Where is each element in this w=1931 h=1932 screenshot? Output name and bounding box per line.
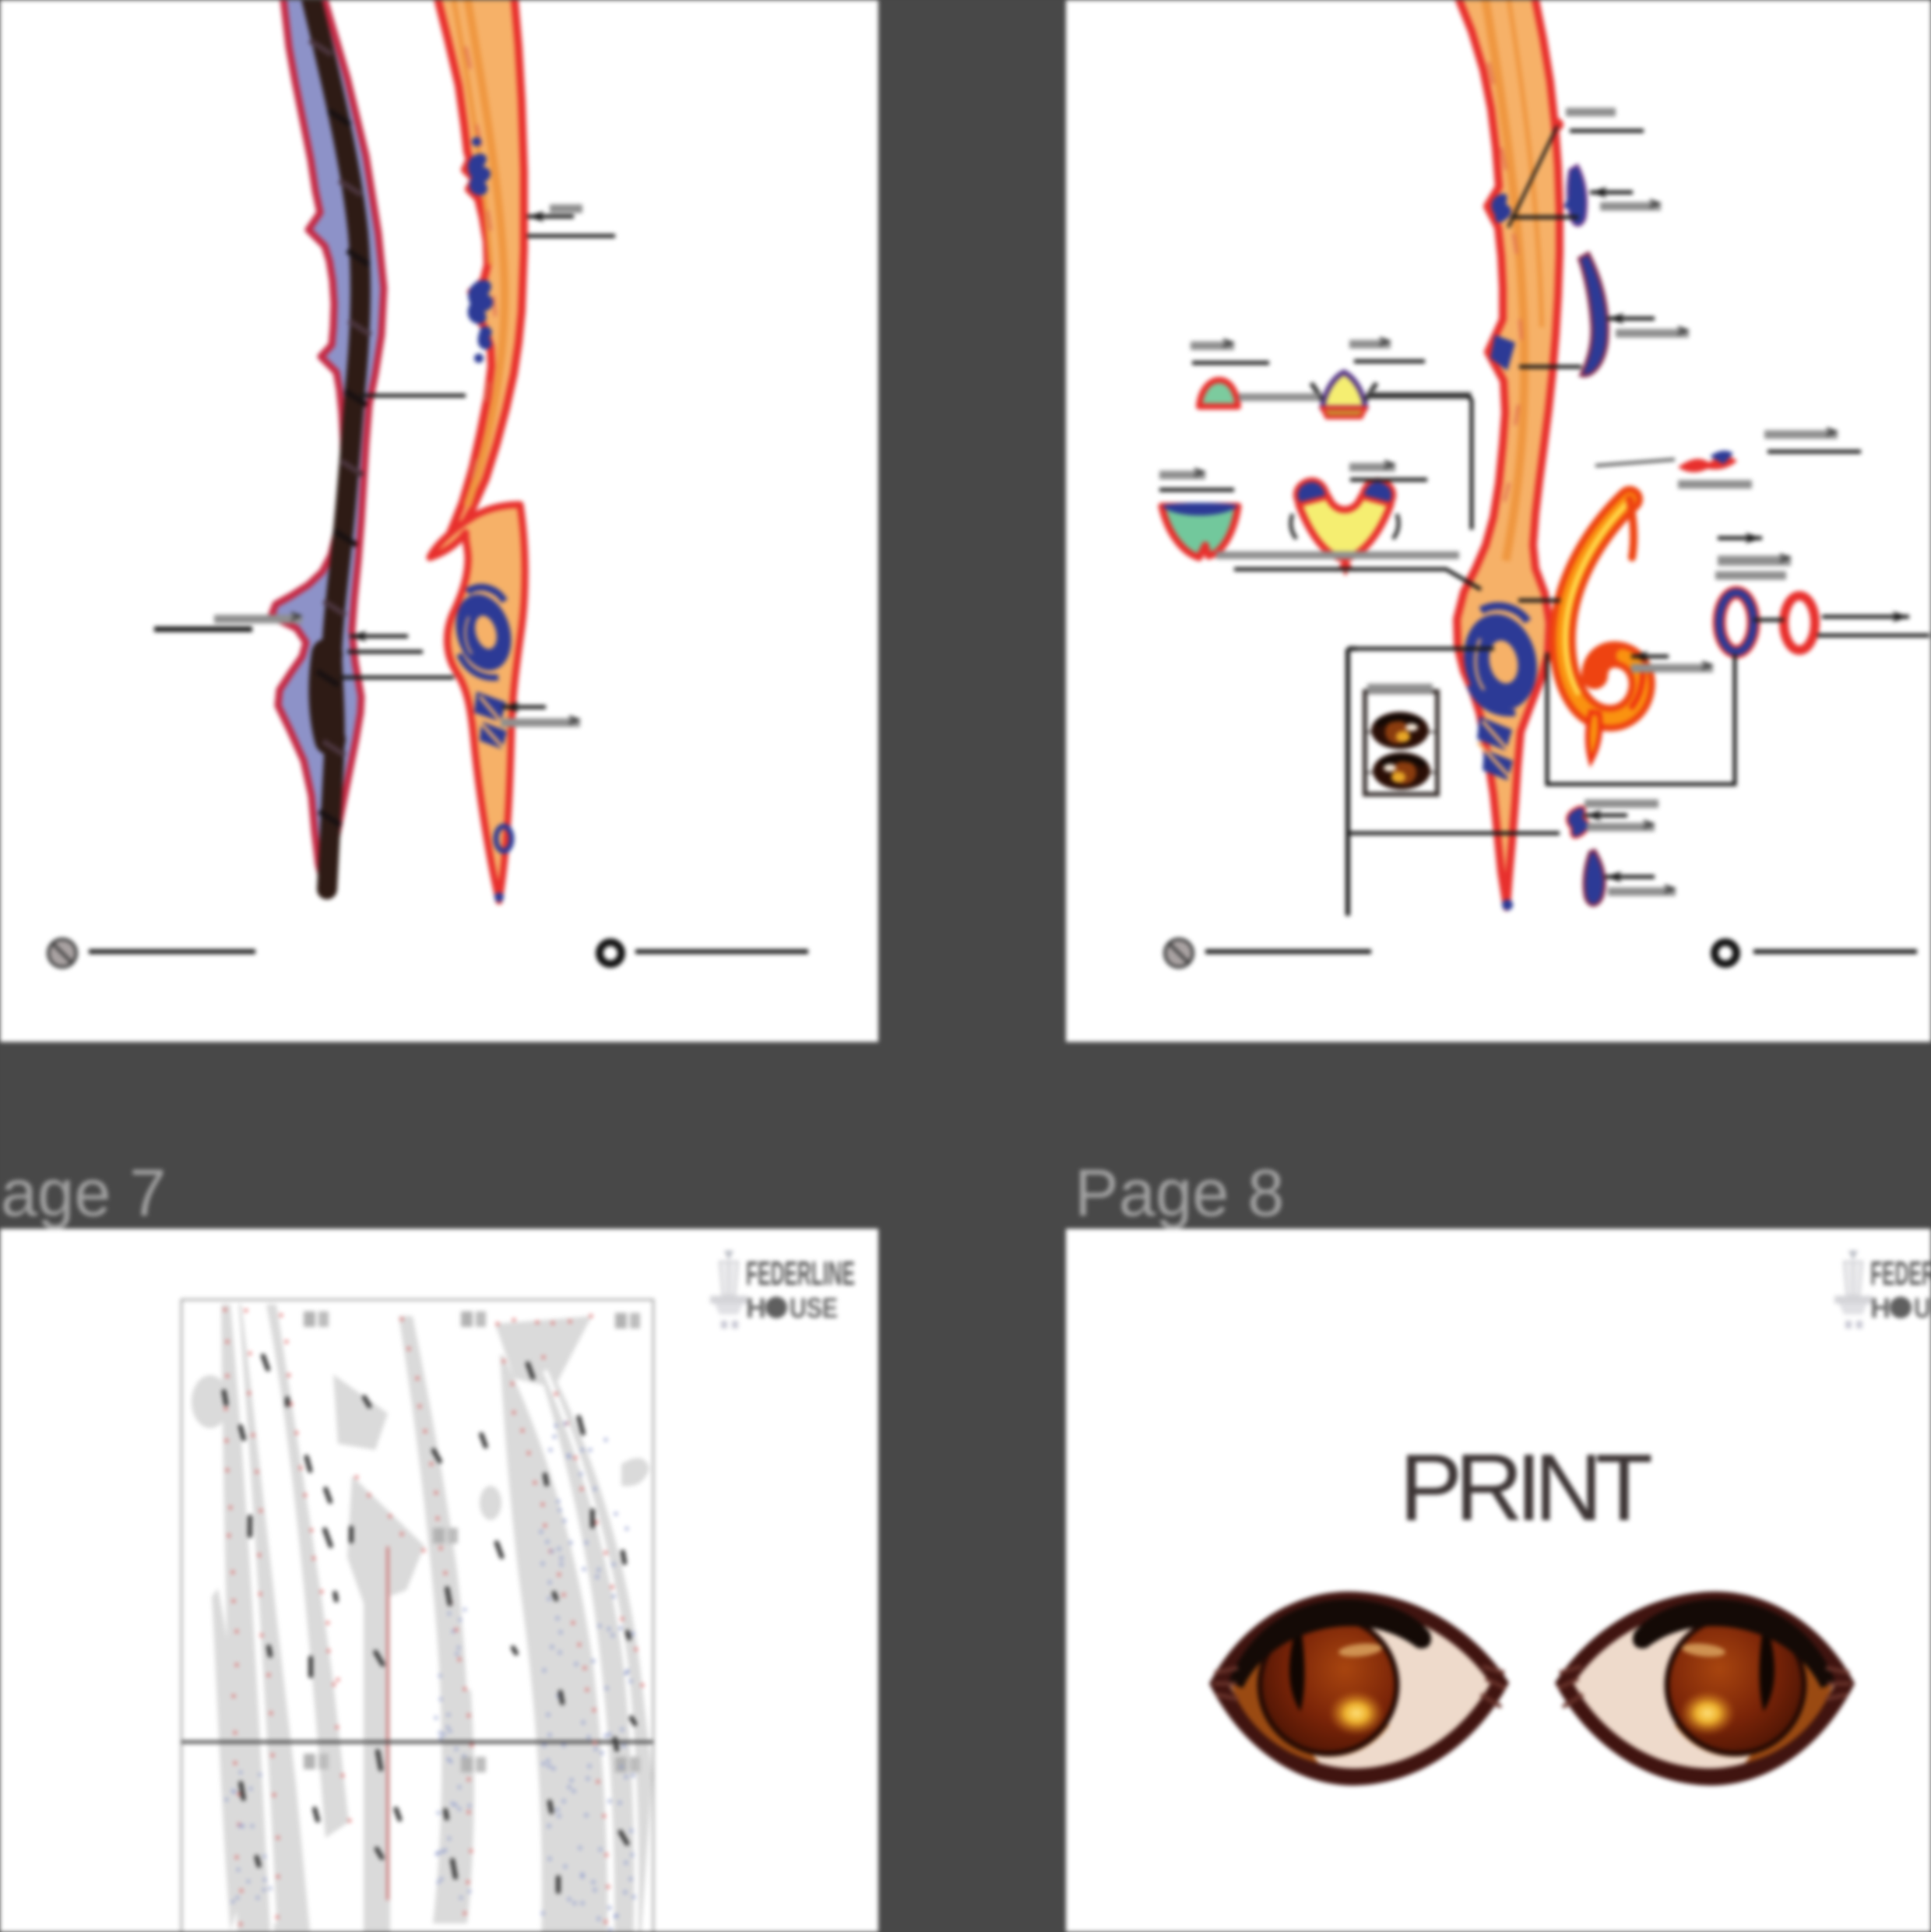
svg-text:H: H	[1870, 1292, 1891, 1324]
svg-text:USE: USE	[790, 1292, 838, 1324]
svg-text:FEDERLINE: FEDERLINE	[1870, 1255, 1931, 1293]
svg-text:FEDERLINE: FEDERLINE	[746, 1255, 855, 1293]
svg-text:PRINT: PRINT	[1399, 1434, 1653, 1540]
svg-text:Page 8: Page 8	[1075, 1156, 1284, 1230]
svg-text:USE: USE	[1914, 1292, 1931, 1324]
svg-text:Page 7: Page 7	[0, 1156, 166, 1230]
svg-text:H: H	[746, 1292, 766, 1324]
